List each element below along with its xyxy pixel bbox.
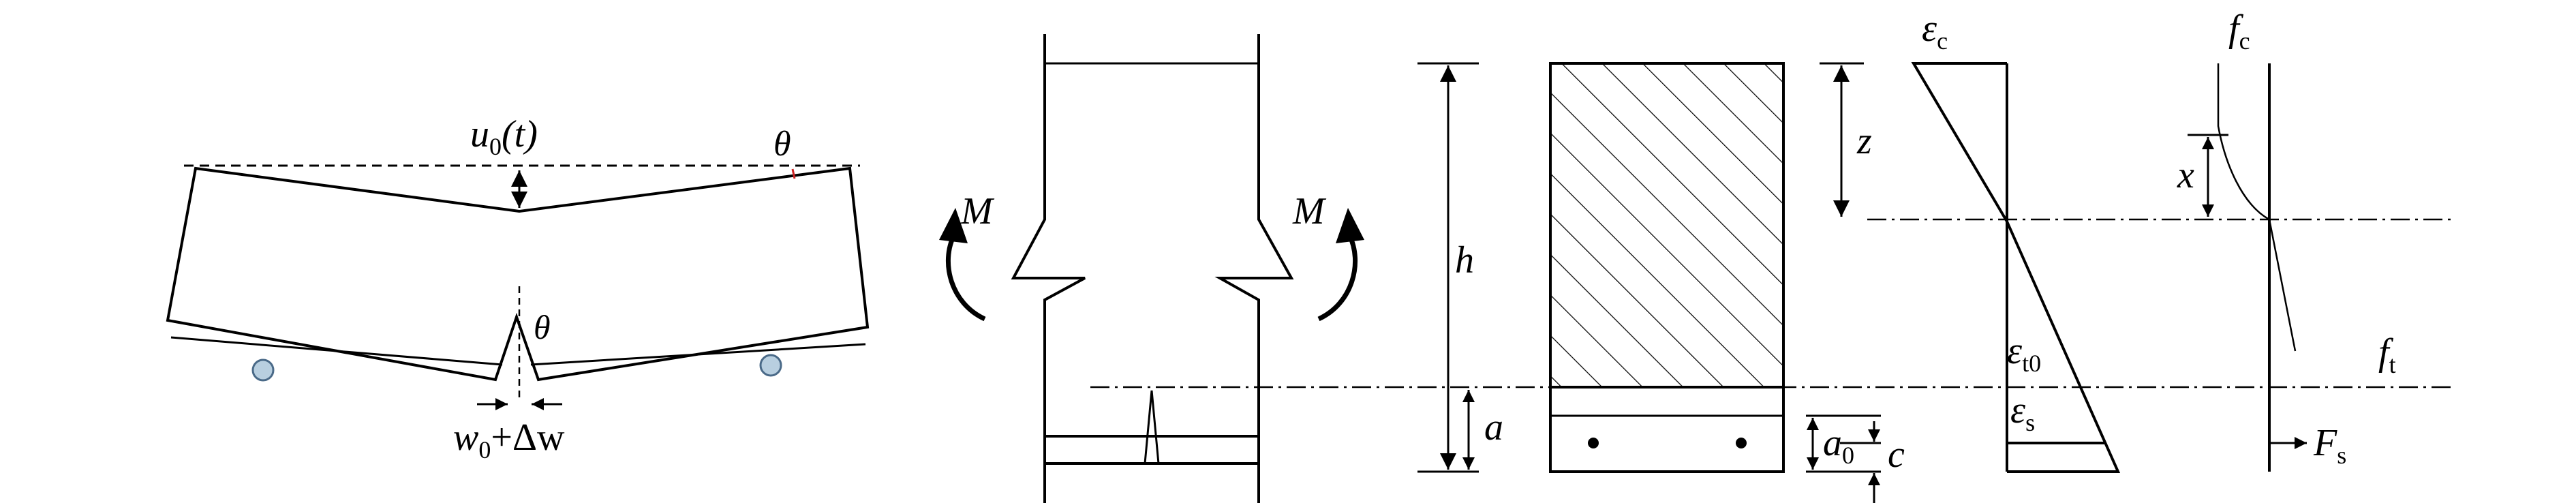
stress-compression-curve (2217, 63, 2270, 221)
crack-depth-label: a (1484, 406, 1503, 448)
beam-panel: u0(t) θ θ w0+Δw (166, 113, 870, 463)
c-label: c (1888, 433, 1905, 476)
height-dimension: h a (1417, 62, 1503, 473)
specimen-left-edge (1011, 34, 1086, 503)
moment-left-arrow (945, 234, 986, 322)
eps-c-label: εc (1922, 7, 1948, 55)
z-label: z (1856, 120, 1872, 162)
rebar-left (1588, 438, 1599, 448)
ft-label: ft (2378, 331, 2396, 378)
stress-tension-line (2268, 219, 2297, 352)
angle-top-label: θ (773, 125, 791, 164)
rebar-right (1736, 438, 1747, 448)
deflection-label: u0(t) (470, 113, 538, 160)
specimen-notch (1144, 390, 1160, 464)
angle-top-mark (791, 168, 796, 179)
moment-right-label: M (1292, 190, 1327, 232)
eps-s-label: εs (2010, 389, 2035, 436)
crack-width-label: w0+Δw (453, 416, 565, 463)
specimen-panel: M M (939, 34, 1364, 503)
strain-panel: εc εt0 εs (1911, 7, 2121, 473)
eps-t0-label: εt0 (2007, 330, 2041, 377)
fc-label: fc (2228, 7, 2250, 55)
beam-body (166, 166, 870, 382)
height-label: h (1455, 239, 1474, 281)
specimen-right-edge (1214, 34, 1294, 503)
strain-compression-triangle (1911, 62, 2008, 223)
Fs-label: Fs (2313, 422, 2346, 469)
section-hatched-area (1549, 62, 1785, 388)
moment-right-arrow (1317, 234, 1358, 322)
moment-left-label: M (960, 190, 995, 232)
cross-section-panel: z a0 c (1549, 62, 1905, 503)
specimen-reinforcement-band (1043, 435, 1260, 465)
support-left (251, 359, 275, 382)
strain-tension-line (2006, 221, 2121, 473)
x-label: x (2177, 154, 2194, 196)
a0-label: a0 (1823, 422, 1854, 469)
section-bottom-block (1549, 386, 1785, 473)
support-right (759, 354, 782, 377)
angle-notch-label: θ (534, 308, 551, 346)
beam-reinforcement-line (170, 336, 503, 366)
stress-panel: x fc ft Fs (2177, 7, 2396, 472)
